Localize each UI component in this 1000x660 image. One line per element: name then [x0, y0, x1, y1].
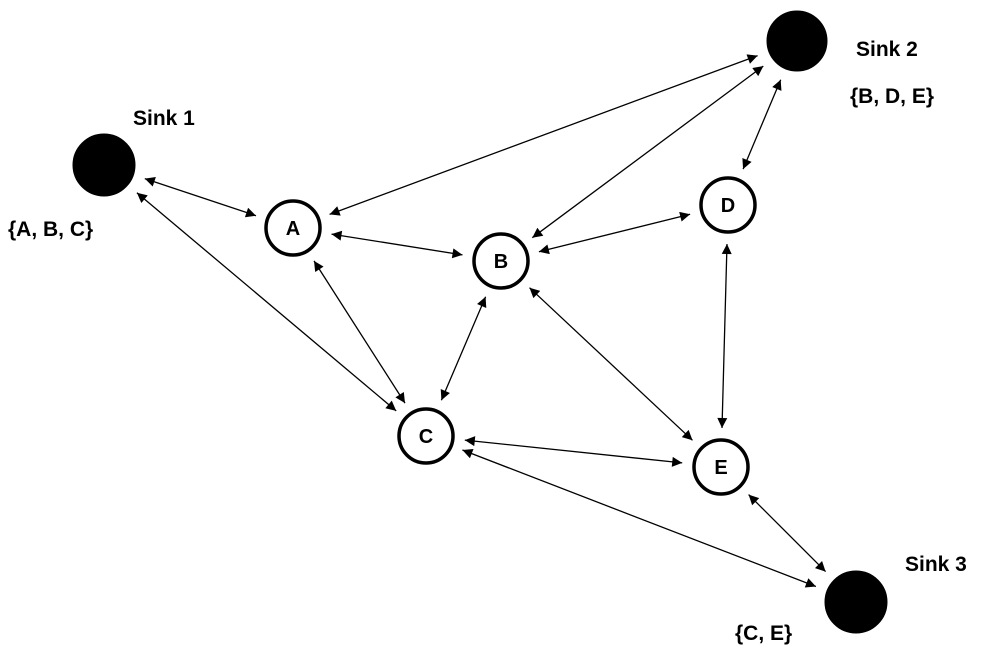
node-a: A: [264, 199, 322, 257]
sink-3: Sink 3 {C, E}: [735, 553, 967, 645]
node-c-label: C: [419, 426, 433, 448]
node-d-label: D: [721, 195, 735, 217]
edges-layer: [136, 54, 827, 588]
edge-b-c: [440, 296, 487, 401]
node-c: C: [397, 407, 455, 465]
node-b: B: [472, 232, 530, 290]
sink-2: Sink 2 {B, D, E}: [766, 10, 934, 108]
node-e-label: E: [714, 457, 727, 479]
sink-3-set: {C, E}: [735, 622, 792, 645]
sink-2-node: [766, 10, 828, 72]
sink-1-label: Sink 1: [133, 107, 195, 130]
edge-b-d: [538, 211, 691, 255]
sink-3-node: [824, 570, 888, 634]
sink-1-set: {A, B, C}: [8, 218, 93, 241]
edge-a-b: [331, 230, 463, 259]
node-d-circle: [699, 176, 757, 234]
node-b-label: B: [494, 251, 508, 273]
node-a-label: A: [286, 218, 300, 240]
edge-b-e: [529, 287, 693, 441]
node-e-circle: [692, 438, 750, 496]
sink-2-set: {B, D, E}: [850, 85, 934, 108]
sink-3-label: Sink 3: [905, 553, 967, 576]
edge-sink2-a: [329, 54, 758, 216]
sink-2-label: Sink 2: [856, 38, 918, 61]
edge-d-e: [717, 243, 732, 429]
edge-c-sink3: [462, 448, 817, 588]
sink-1: Sink 1 {A, B, C}: [8, 107, 195, 241]
edge-sink2-b: [531, 65, 764, 239]
edge-a-c: [313, 260, 406, 404]
edge-sink2-d: [742, 79, 782, 170]
edge-c-e: [464, 436, 683, 467]
edge-e-sink3: [748, 494, 827, 573]
node-b-circle: [472, 232, 530, 290]
node-d: D: [699, 176, 757, 234]
node-c-circle: [397, 407, 455, 465]
edge-sink1-a: [144, 177, 257, 218]
node-e: E: [692, 438, 750, 496]
node-a-circle: [264, 199, 322, 257]
sink-1-node: [72, 133, 136, 197]
